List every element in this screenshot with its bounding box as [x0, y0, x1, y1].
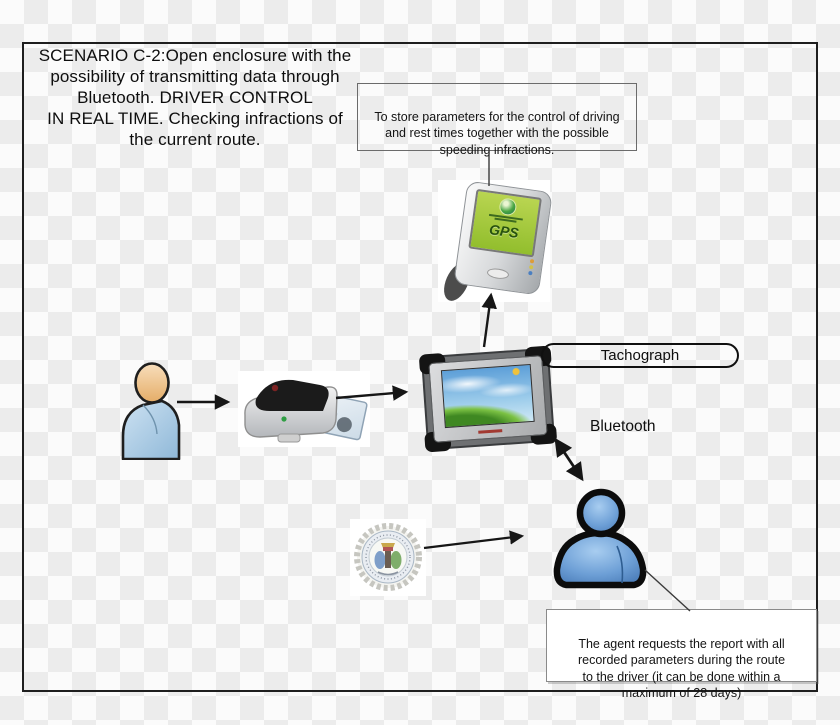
globe-icon: [497, 197, 517, 217]
agent-callout-box: The agent requests the report with all r…: [546, 609, 817, 700]
tablet-screen-xp-bliss: [440, 363, 535, 429]
gps-device-icon: GPS: [453, 180, 553, 296]
badge-column: [385, 550, 391, 568]
reader-foot: [277, 433, 301, 443]
reader-led: [281, 416, 287, 422]
agent-head: [576, 488, 626, 538]
driver-head: [134, 362, 170, 404]
badge-blue-field: [374, 551, 386, 569]
badge-crown: [381, 543, 395, 548]
badge-green-field: [390, 551, 402, 569]
tachograph-label: Tachograph: [541, 343, 739, 368]
gps-callout-text: To store parameters for the control of d…: [374, 109, 620, 157]
driver-body: [121, 399, 181, 460]
gps-screen: GPS: [468, 188, 542, 258]
gps-button: [486, 267, 510, 281]
driver-person-icon: [121, 362, 181, 460]
card-reader-icon: [244, 379, 368, 443]
gps-callout-box: To store parameters for the control of d…: [357, 83, 637, 157]
tablet-brand-mark: [478, 429, 503, 434]
reader-red-dot: [271, 384, 279, 392]
tachograph-tablet-icon: [418, 345, 558, 453]
gps-side-button: [529, 259, 535, 264]
agent-body: [553, 529, 647, 589]
gps-side-button: [528, 270, 533, 276]
agent-callout-text: The agent requests the report with all r…: [577, 636, 786, 701]
gps-screen-label: GPS: [488, 221, 520, 242]
badge-icon: [354, 523, 422, 591]
scenario-title: SCENARIO C-2:Open enclosure with the pos…: [38, 46, 352, 149]
bluetooth-label: Bluetooth: [590, 418, 656, 435]
gps-side-buttons: [528, 257, 535, 277]
driver-body-crease: [142, 404, 158, 435]
diagram-frame: [22, 42, 818, 692]
badge-ring-text: [365, 534, 411, 580]
reader-top-cover: [255, 379, 329, 411]
agent-person-icon: [553, 488, 647, 589]
agent-body-crease: [616, 545, 624, 584]
badge-red-band: [383, 547, 393, 551]
tablet-bezel: [428, 355, 548, 443]
gps-side-button: [528, 264, 534, 270]
badge-banner: [377, 571, 399, 576]
